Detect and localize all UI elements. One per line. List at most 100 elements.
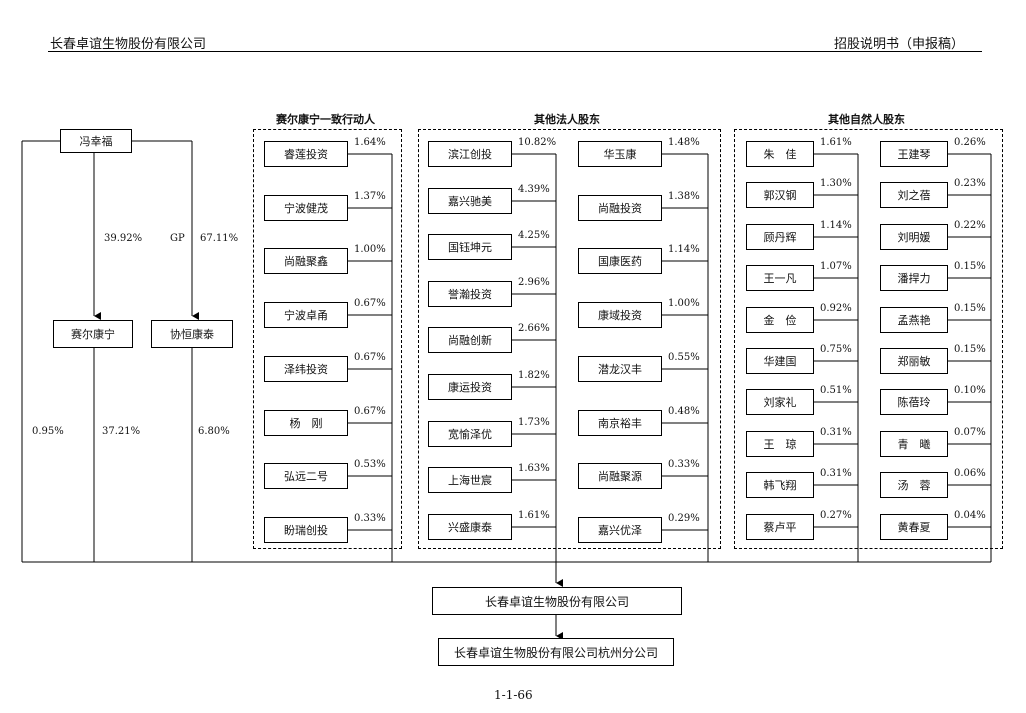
shareholder-box-legal-col2: 国康医药: [578, 248, 662, 274]
shareholder-pct-natural-col1: 0.27%: [820, 510, 852, 521]
shareholder-pct-concert: 1.37%: [354, 191, 386, 202]
shareholder-pct-legal-col2: 1.38%: [668, 191, 700, 202]
pct-xieheng-company: 6.80%: [198, 426, 230, 437]
shareholder-box-natural-col1: 王 琼: [746, 431, 814, 457]
shareholder-pct-legal-col2: 0.29%: [668, 513, 700, 524]
concert-group-frame: [253, 129, 402, 549]
page-number: 1-1-66: [494, 688, 533, 702]
shareholder-pct-natural-col2: 0.06%: [954, 468, 986, 479]
shareholder-pct-natural-col1: 0.31%: [820, 468, 852, 479]
natural-group-frame: [734, 129, 1003, 549]
shareholder-box-concert: 宁波卓甬: [264, 302, 348, 328]
shareholder-pct-concert: 1.64%: [354, 137, 386, 148]
shareholder-pct-natural-col1: 1.07%: [820, 261, 852, 272]
shareholder-pct-legal-col1: 2.96%: [518, 277, 550, 288]
shareholder-pct-concert: 0.67%: [354, 298, 386, 309]
shareholder-pct-natural-col1: 1.30%: [820, 178, 852, 189]
shareholder-box-legal-col1: 上海世宸: [428, 467, 512, 493]
shareholder-pct-natural-col1: 1.61%: [820, 137, 852, 148]
shareholder-box-natural-col2: 青 曦: [880, 431, 948, 457]
shareholder-box-natural-col1: 王一凡: [746, 265, 814, 291]
shareholder-box-natural-col2: 潘捍力: [880, 265, 948, 291]
shareholder-box-natural-col1: 顾丹辉: [746, 224, 814, 250]
natural-group-title: 其他自然人股东: [828, 113, 905, 126]
shareholder-box-concert: 盼瑞创投: [264, 517, 348, 543]
shareholder-pct-concert: 0.33%: [354, 513, 386, 524]
shareholder-box-legal-col2: 南京裕丰: [578, 410, 662, 436]
pct-controller-sair: 39.92%: [104, 233, 143, 244]
shareholder-box-concert: 尚融聚鑫: [264, 248, 348, 274]
shareholder-box-concert: 泽纬投资: [264, 356, 348, 382]
shareholder-pct-natural-col1: 0.31%: [820, 427, 852, 438]
shareholder-pct-natural-col2: 0.10%: [954, 385, 986, 396]
shareholder-pct-concert: 0.67%: [354, 406, 386, 417]
shareholder-box-concert: 杨 刚: [264, 410, 348, 436]
shareholder-box-natural-col2: 刘明媛: [880, 224, 948, 250]
shareholder-box-natural-col1: 金 俭: [746, 307, 814, 333]
company-box: 长春卓谊生物股份有限公司: [432, 587, 682, 615]
shareholder-pct-concert: 0.53%: [354, 459, 386, 470]
shareholder-box-legal-col1: 滨江创投: [428, 141, 512, 167]
shareholder-pct-legal-col1: 10.82%: [518, 137, 557, 148]
shareholder-pct-natural-col2: 0.07%: [954, 427, 986, 438]
pct-sair-company: 37.21%: [102, 426, 141, 437]
shareholder-box-natural-col2: 刘之蓓: [880, 182, 948, 208]
concert-group-title: 赛尔康宁一致行动人: [276, 113, 375, 126]
shareholder-pct-legal-col2: 1.00%: [668, 298, 700, 309]
shareholder-pct-natural-col2: 0.22%: [954, 220, 986, 231]
shareholder-box-concert: 弘远二号: [264, 463, 348, 489]
shareholder-box-natural-col1: 刘家礼: [746, 389, 814, 415]
shareholder-pct-legal-col2: 1.48%: [668, 137, 700, 148]
shareholder-box-natural-col2: 陈蓓玲: [880, 389, 948, 415]
shareholder-box-natural-col2: 黄春夏: [880, 514, 948, 540]
shareholder-pct-natural-col1: 0.75%: [820, 344, 852, 355]
shareholder-pct-natural-col2: 0.15%: [954, 261, 986, 272]
shareholder-box-natural-col2: 王建琴: [880, 141, 948, 167]
shareholder-pct-natural-col1: 0.51%: [820, 385, 852, 396]
shareholder-box-concert: 睿莲投资: [264, 141, 348, 167]
shareholder-box-legal-col2: 尚融投资: [578, 195, 662, 221]
shareholder-box-natural-col2: 汤 蓉: [880, 472, 948, 498]
shareholder-pct-legal-col1: 4.25%: [518, 230, 550, 241]
shareholder-box-legal-col1: 宽愉泽优: [428, 421, 512, 447]
legal-group-title: 其他法人股东: [534, 113, 600, 126]
pct-controller-direct: 0.95%: [32, 426, 64, 437]
header-company: 长春卓谊生物股份有限公司: [50, 37, 207, 52]
shareholder-box-legal-col2: 尚融聚源: [578, 463, 662, 489]
shareholder-box-natural-col1: 华建国: [746, 348, 814, 374]
shareholder-box-natural-col1: 朱 佳: [746, 141, 814, 167]
legal-group-frame: [418, 129, 721, 549]
shareholder-box-legal-col1: 国钰坤元: [428, 234, 512, 260]
shareholder-pct-legal-col2: 1.14%: [668, 244, 700, 255]
shareholder-pct-natural-col2: 0.26%: [954, 137, 986, 148]
shareholder-pct-concert: 0.67%: [354, 352, 386, 363]
shareholder-pct-legal-col1: 2.66%: [518, 323, 550, 334]
shareholder-box-natural-col1: 蔡卢平: [746, 514, 814, 540]
shareholder-box-legal-col1: 康运投资: [428, 374, 512, 400]
shareholder-pct-legal-col2: 0.33%: [668, 459, 700, 470]
header-doc-title: 招股说明书（申报稿）: [834, 37, 965, 52]
shareholder-pct-legal-col1: 1.63%: [518, 463, 550, 474]
shareholder-box-natural-col2: 郑丽敏: [880, 348, 948, 374]
shareholder-pct-legal-col1: 4.39%: [518, 184, 550, 195]
shareholder-box-natural-col1: 韩飞翔: [746, 472, 814, 498]
shareholder-pct-natural-col2: 0.23%: [954, 178, 986, 189]
shareholder-box-concert: 宁波健茂: [264, 195, 348, 221]
shareholder-pct-legal-col1: 1.61%: [518, 510, 550, 521]
shareholder-pct-natural-col2: 0.15%: [954, 303, 986, 314]
shareholder-box-legal-col1: 尚融创新: [428, 327, 512, 353]
shareholder-pct-concert: 1.00%: [354, 244, 386, 255]
shareholder-pct-legal-col2: 0.55%: [668, 352, 700, 363]
shareholder-pct-legal-col1: 1.82%: [518, 370, 550, 381]
shareholder-pct-natural-col2: 0.04%: [954, 510, 986, 521]
shareholder-box-legal-col1: 兴盛康泰: [428, 514, 512, 540]
xieheng-kangtai-box: 协恒康泰: [151, 320, 233, 348]
shareholder-pct-natural-col1: 0.92%: [820, 303, 852, 314]
shareholder-box-legal-col2: 华玉康: [578, 141, 662, 167]
shareholder-box-legal-col1: 誉瀚投资: [428, 281, 512, 307]
sair-kangning-box: 赛尔康宁: [53, 320, 133, 348]
shareholder-box-legal-col2: 康域投资: [578, 302, 662, 328]
header-rule: [48, 51, 982, 52]
controller-box: 冯幸福: [60, 129, 132, 153]
